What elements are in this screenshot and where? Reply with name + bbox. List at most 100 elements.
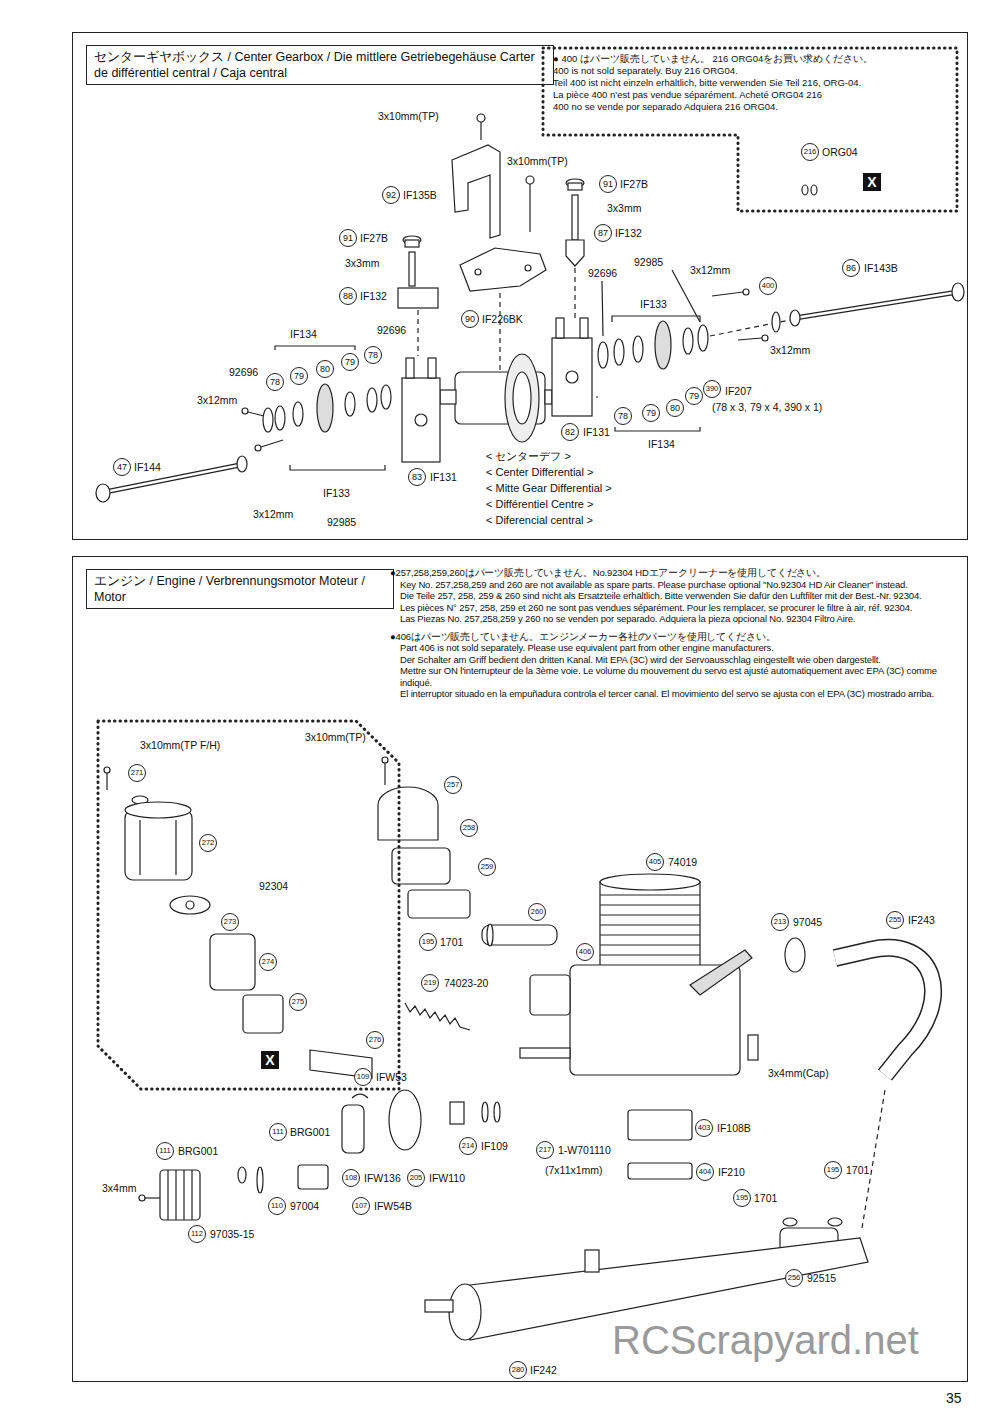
callout-number: 272 [199,834,217,852]
callout-number: 405 [646,853,664,871]
part-label: 92696 [377,323,406,337]
note-text: Key No. 257,258,259 and 260 are not avai… [390,579,962,591]
part-label: IF210 [718,1165,745,1179]
callout-number: 83 [408,468,426,486]
part-label: 1701 [754,1191,777,1205]
part-label: 3x10mm(TP) [305,730,366,744]
part-label: 92696 [588,266,617,280]
assembly-name: < Mitte Gear Differential > [486,481,612,495]
callout-number: 195 [419,933,437,951]
part-label: IF242 [530,1363,557,1377]
part-label: IF134 [648,437,675,451]
note-text: La pièce 400 n'est pas vendue séparément… [541,89,959,101]
section-panel: センターギヤボックス / Center Gearbox / Die mittle… [72,32,968,540]
part-label: 3x12mm [690,263,730,277]
part-label: IF143B [864,261,898,275]
part-label: IF27B [360,231,388,245]
part-label: 92696 [229,365,258,379]
callout-number: 110 [268,1197,286,1215]
callout-number: 78 [614,407,632,425]
note-text: ●257,258,259,260はパーツ販売していません。No.92304 HD… [390,567,962,579]
callout-number: 80 [666,399,684,417]
part-label: 3x12mm [253,507,293,521]
part-label: IF27B [620,177,648,191]
callout-number: 255 [886,911,904,929]
callout-number: 82 [561,423,579,441]
callout-number: 217 [536,1141,554,1159]
note-text: Die Teile 257, 258, 259 & 260 sind nicht… [390,590,962,602]
part-label: 74019 [668,855,697,869]
callout-number: 79 [642,404,660,422]
part-label: 92985 [634,255,663,269]
part-label: 3x12mm [197,393,237,407]
page-number: 35 [946,1390,962,1406]
part-label: IF243 [908,913,935,927]
note-text: Part 406 is not sold separately. Please … [390,642,962,654]
part-label: ORG04 [822,145,858,159]
callout-number: 213 [771,913,789,931]
callout-number: 90 [461,310,479,328]
part-label: BRG001 [178,1144,218,1158]
callout-number: 91 [599,175,617,193]
part-label: 97045 [793,915,822,929]
note-text: Las Piezas No. 257,258,259 y 260 no se v… [390,613,962,625]
part-label: IF134 [290,327,317,341]
part-label: IF131 [430,470,457,484]
callout-number: 195 [824,1161,842,1179]
not-included-mark: X [261,1051,279,1069]
part-label: IF132 [615,226,642,240]
part-label: 3x3mm [345,256,379,270]
callout-number: 275 [289,993,307,1011]
callout-number: 86 [842,259,860,277]
callout-number: 195 [733,1189,751,1207]
part-label: 1701 [440,935,463,949]
callout-number: 111 [156,1142,174,1160]
callout-number: 259 [478,858,496,876]
note-text: Teil 400 ist nicht einzeln erhältlich, b… [541,77,959,89]
note-text: 400 is not sold separately. Buy 216 ORG0… [541,65,959,77]
note-text: El interruptor situado en la empuñadura … [390,688,962,700]
part-label: IFW110 [429,1171,465,1185]
callout-number: 108 [342,1169,360,1187]
callout-number: 91 [339,229,357,247]
callout-number: 257 [444,776,462,794]
part-label: BRG001 [290,1125,330,1139]
note-text: 400 no se vende por separado Adquiera 21… [541,101,959,113]
note-text: Les pièces N° 257, 258, 259 et 260 ne so… [390,602,962,614]
part-label: IF109 [481,1139,508,1153]
part-label: 3x4mm(Cap) [768,1066,829,1080]
callout-number: 404 [696,1163,714,1181]
callout-number: 47 [113,458,131,476]
section-panel: エンジン / Engine / Verbrennungsmotor Moteur… [72,556,968,1382]
part-label: IF131 [583,425,610,439]
callout-number: 271 [128,764,146,782]
part-label: IF133 [640,297,667,311]
part-label: (78 x 3, 79 x 4, 390 x 1) [712,400,822,414]
part-label: 92515 [807,1271,836,1285]
notes-block: ●257,258,259,260はパーツ販売していません。No.92304 HD… [390,567,962,700]
note-text: ● 400 はパーツ販売していません。 216 ORG04をお買い求めください。 [541,46,959,65]
callout-number: 400 [759,277,777,295]
part-number: 92304 [259,879,288,893]
callout-number: 79 [341,353,359,371]
part-label: IFW53 [376,1070,407,1084]
callout-number: 88 [339,287,357,305]
callout-number: 256 [785,1269,803,1287]
part-label: IF135B [403,188,437,202]
section-heading: センターギヤボックス / Center Gearbox / Die mittle… [86,45,554,85]
part-label: 3x12mm [770,343,810,357]
callout-number: 92 [382,186,400,204]
part-label: IF226BK [482,312,523,326]
note-text: Mettre sur ON l'interrupteur de la 3ème … [390,665,962,688]
callout-number: 111 [269,1123,287,1141]
section-heading: エンジン / Engine / Verbrennungsmotor Moteur… [86,569,394,609]
not-included-mark: X [863,173,881,191]
callout-number: 79 [685,387,703,405]
callout-number: 219 [421,974,439,992]
callout-number: 78 [266,373,284,391]
note-text: ●406はパーツ販売していません。エンジンメーカー各社のパーツを使用してください… [390,631,962,643]
part-label: IF132 [360,289,387,303]
part-label: 3x10mm(TP F/H) [140,738,220,752]
part-label: IF144 [134,460,161,474]
callout-number: 258 [460,819,478,837]
